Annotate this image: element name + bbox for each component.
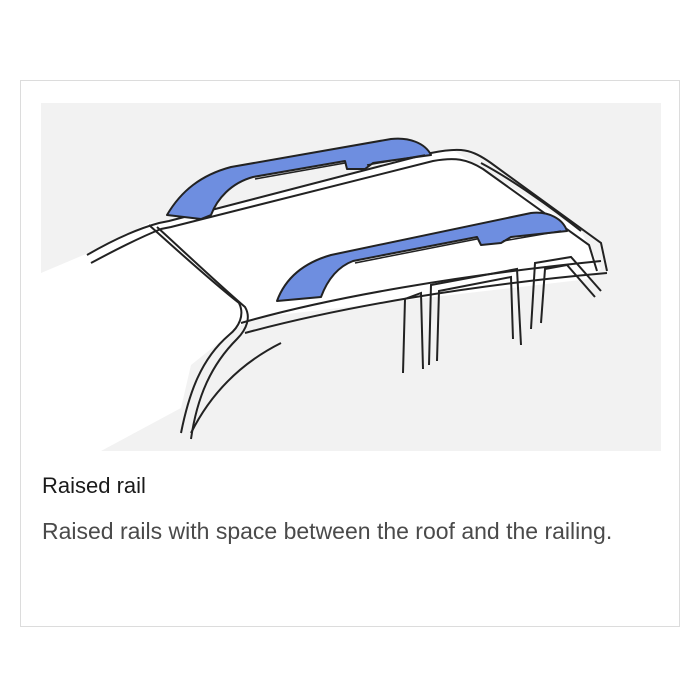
window-frame-2 [428,267,522,366]
side-roofline [240,260,602,324]
car-roof-illustration [41,137,608,451]
right-rail-gap [354,230,562,264]
a-pillar [148,224,243,434]
side-body-curve [190,342,282,434]
right-raised-rail [276,211,568,302]
left-raised-rail [166,137,432,220]
window-frame-1 [402,291,424,374]
roof-type-card[interactable]: Raised rail Raised rails with space betw… [20,80,680,627]
rear-edge [480,162,582,232]
window-frame-3-inner [540,263,596,324]
left-rail-gap [254,154,426,180]
a-pillar-inner [156,226,249,440]
window-frame-3 [530,255,602,330]
car-roof-raised-rail-icon [41,103,661,451]
roof-outline-inner [90,158,598,272]
window-frame-2-inner [436,275,514,362]
card-description: Raised rails with space between the roof… [42,518,613,544]
card-title: Raised rail [42,473,146,498]
